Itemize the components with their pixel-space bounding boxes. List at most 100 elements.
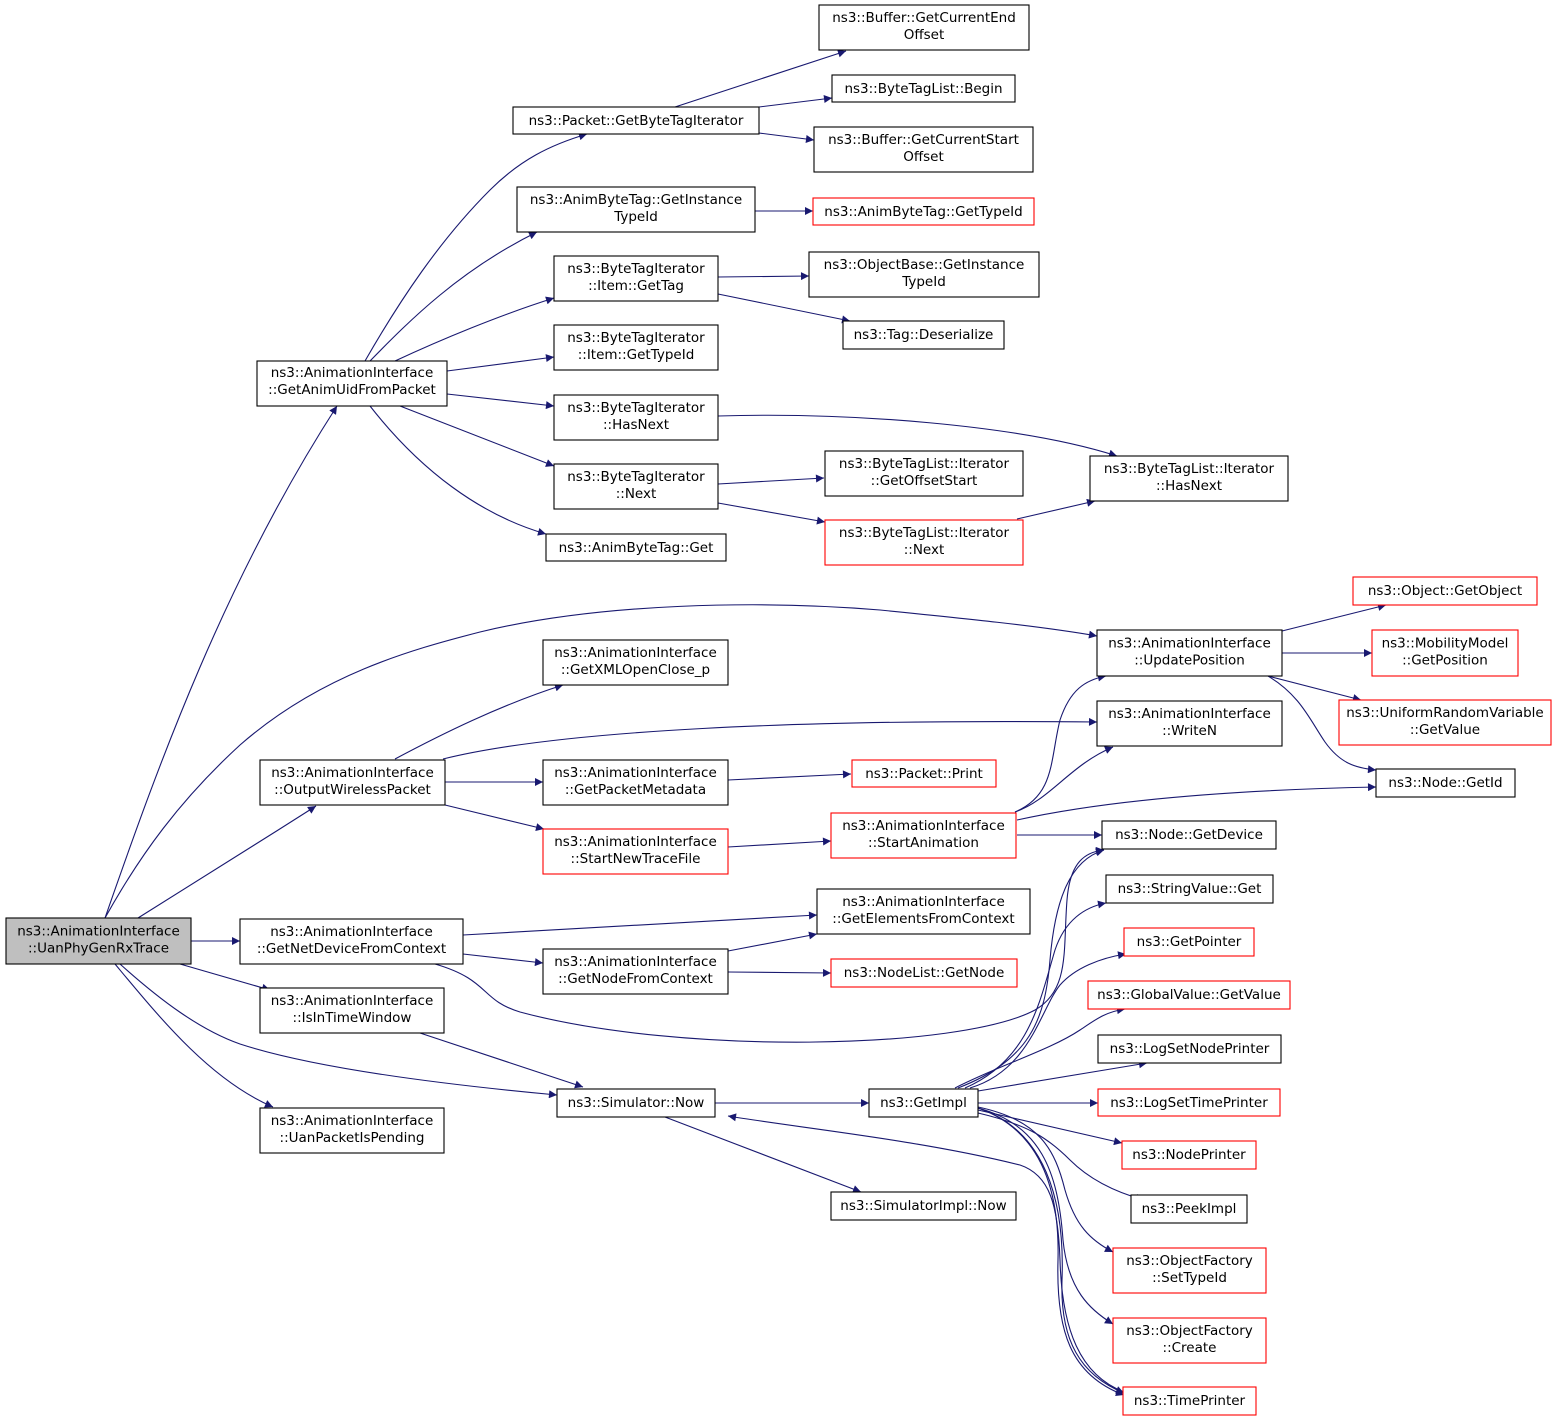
edge-startAnim-updatePos xyxy=(1014,673,1107,813)
node-label-line: ns3::LogSetTimePrinter xyxy=(1110,1095,1268,1111)
edge-getNetDev-nodeGetDevice xyxy=(434,846,1105,1043)
node-uan-phy-gen-rx-trace[interactable]: ns3::AnimationInterface ::UanPhyGenRxTra… xyxy=(5,917,192,965)
node-buffer-get-current-end-offset[interactable]: ns3::Buffer::GetCurrentEnd Offset xyxy=(818,4,1030,51)
edge-outputWireless-getXml xyxy=(394,683,564,760)
node-packet-print[interactable]: ns3::Packet::Print xyxy=(851,759,997,788)
node-label-line: ns3::ByteTagIterator xyxy=(567,400,705,416)
node-label-line: Offset xyxy=(904,27,945,43)
edge-btiHasNext-btlItHasNext xyxy=(717,414,1118,458)
node-log-set-time-printer[interactable]: ns3::LogSetTimePrinter xyxy=(1097,1088,1281,1117)
node-time-printer[interactable]: ns3::TimePrinter xyxy=(1122,1386,1257,1416)
node-simulator-now[interactable]: ns3::Simulator::Now xyxy=(556,1088,716,1118)
edge-root-simNow xyxy=(119,963,558,1099)
edge-getAnimUid-itemGetTag xyxy=(394,296,555,362)
node-get-net-device-from-context[interactable]: ns3::AnimationInterface ::GetNetDeviceFr… xyxy=(239,918,464,965)
node-buffer-get-current-start-offset[interactable]: ns3::Buffer::GetCurrentStart Offset xyxy=(813,126,1034,173)
node-object-get-object[interactable]: ns3::Object::GetObject xyxy=(1352,576,1538,606)
node-global-value-get-value[interactable]: ns3::GlobalValue::GetValue xyxy=(1087,980,1291,1010)
node-get-anim-uid-from-packet[interactable]: ns3::AnimationInterface ::GetAnimUidFrom… xyxy=(256,360,448,407)
node-object-factory-set-type-id[interactable]: ns3::ObjectFactory ::SetTypeId xyxy=(1112,1247,1267,1294)
node-label-line: ns3::AnimationInterface xyxy=(271,1113,434,1129)
edge-pktGetByteTagIt-bufGetCurStart xyxy=(758,132,815,143)
node-write-n[interactable]: ns3::AnimationInterface ::WriteN xyxy=(1096,700,1283,747)
node-label-line: ns3::AnimationInterface xyxy=(554,645,717,661)
node-get-impl[interactable]: ns3::GetImpl xyxy=(868,1088,979,1118)
node-get-pointer[interactable]: ns3::GetPointer xyxy=(1123,927,1255,957)
node-label-line: ns3::ByteTagList::Iterator xyxy=(839,456,1010,472)
node-byte-tag-list-iterator-next[interactable]: ns3::ByteTagList::Iterator ::Next xyxy=(824,519,1024,566)
node-is-in-time-window[interactable]: ns3::AnimationInterface ::IsInTimeWindow xyxy=(259,987,445,1034)
node-object-base-get-instance-type-id[interactable]: ns3::ObjectBase::GetInstance TypeId xyxy=(808,251,1040,298)
node-output-wireless-packet[interactable]: ns3::AnimationInterface ::OutputWireless… xyxy=(259,759,446,806)
node-tag-deserialize[interactable]: ns3::Tag::Deserialize xyxy=(842,320,1005,350)
node-label-line: ns3::UniformRandomVariable xyxy=(1346,705,1544,721)
edge-btiNext-btlItGetOff xyxy=(717,474,825,485)
node-label-line: ::GetValue xyxy=(1410,722,1480,738)
node-label-line: ns3::Buffer::GetCurrentStart xyxy=(828,132,1019,148)
node-label-line: ns3::AnimByteTag::Get xyxy=(559,540,714,556)
node-label-line: ns3::GetImpl xyxy=(880,1095,967,1111)
node-label-line: ns3::Simulator::Now xyxy=(568,1095,705,1111)
node-object-factory-create[interactable]: ns3::ObjectFactory ::Create xyxy=(1112,1317,1267,1364)
node-log-set-node-printer[interactable]: ns3::LogSetNodePrinter xyxy=(1097,1034,1282,1064)
node-get-xml-open-close-p[interactable]: ns3::AnimationInterface ::GetXMLOpenClos… xyxy=(542,639,729,686)
node-anim-byte-tag-get[interactable]: ns3::AnimByteTag::Get xyxy=(545,533,727,562)
node-label-line: ns3::PeekImpl xyxy=(1142,1201,1237,1217)
node-item-get-type-id[interactable]: ns3::ByteTagIterator ::Item::GetTypeId xyxy=(553,324,719,371)
node-byte-tag-list-iterator-has-next[interactable]: ns3::ByteTagList::Iterator ::HasNext xyxy=(1089,455,1289,502)
node-label-line: ::Create xyxy=(1163,1340,1217,1356)
edge-itemGetTag-tagDeser xyxy=(717,293,851,324)
node-item-get-tag[interactable]: ns3::ByteTagIterator ::Item::GetTag xyxy=(553,255,719,302)
edge-getPktMeta-pktPrint xyxy=(727,770,852,781)
node-label-line: TypeId xyxy=(613,209,658,225)
node-byte-tag-list-iterator-get-offset-start[interactable]: ns3::ByteTagList::Iterator ::GetOffsetSt… xyxy=(824,450,1024,497)
node-label-line: ns3::ByteTagList::Iterator xyxy=(1104,461,1275,477)
node-label-line: ns3::LogSetNodePrinter xyxy=(1110,1041,1270,1057)
node-label-line: ::Next xyxy=(616,486,657,502)
node-get-node-from-context[interactable]: ns3::AnimationInterface ::GetNodeFromCon… xyxy=(542,948,729,995)
node-node-get-device[interactable]: ns3::Node::GetDevice xyxy=(1101,820,1277,850)
edge-getImpl-nodeGetDevice xyxy=(957,848,1105,1089)
edge-outputWireless-startNewTrace xyxy=(444,804,545,832)
node-start-animation[interactable]: ns3::AnimationInterface ::StartAnimation xyxy=(830,812,1017,859)
node-label-line: ns3::ObjectFactory xyxy=(1126,1323,1253,1339)
node-packet-get-byte-tag-iterator[interactable]: ns3::Packet::GetByteTagIterator xyxy=(512,106,760,135)
node-mobility-model-get-position[interactable]: ns3::MobilityModel ::GetPosition xyxy=(1371,629,1519,677)
node-get-elements-from-context[interactable]: ns3::AnimationInterface ::GetElementsFro… xyxy=(816,888,1031,935)
node-byte-tag-iterator-has-next[interactable]: ns3::ByteTagIterator ::HasNext xyxy=(553,394,719,441)
node-anim-byte-tag-get-instance-type-id[interactable]: ns3::AnimByteTag::GetInstance TypeId xyxy=(516,186,756,233)
node-label-line: ns3::GetPointer xyxy=(1137,934,1242,950)
node-node-get-id[interactable]: ns3::Node::GetId xyxy=(1375,768,1516,798)
node-update-position[interactable]: ns3::AnimationInterface ::UpdatePosition xyxy=(1096,629,1283,677)
node-label-line: ns3::ByteTagIterator xyxy=(567,469,705,485)
edge-getAnimUid-btiHasNext xyxy=(446,393,555,410)
node-label-line: ::GetNodeFromContext xyxy=(558,971,713,987)
node-label-line: ns3::MobilityModel xyxy=(1382,636,1509,652)
node-label-line: ns3::NodePrinter xyxy=(1132,1147,1246,1163)
node-label-line: ns3::AnimationInterface xyxy=(554,954,717,970)
node-uniform-random-variable-get-value[interactable]: ns3::UniformRandomVariable ::GetValue xyxy=(1338,699,1552,746)
node-label-line: ns3::Object::GetObject xyxy=(1368,583,1522,599)
node-label-line: ns3::Node::GetDevice xyxy=(1115,827,1263,843)
node-label-line: ns3::ObjectFactory xyxy=(1126,1253,1253,1269)
node-string-value-get[interactable]: ns3::StringValue::Get xyxy=(1105,874,1274,904)
node-node-list-get-node[interactable]: ns3::NodeList::GetNode xyxy=(830,958,1018,988)
node-node-printer[interactable]: ns3::NodePrinter xyxy=(1121,1140,1257,1170)
node-byte-tag-iterator-next[interactable]: ns3::ByteTagIterator ::Next xyxy=(553,463,719,510)
node-peek-impl[interactable]: ns3::PeekImpl xyxy=(1130,1194,1248,1224)
node-label-line: ::GetPacketMetadata xyxy=(565,782,706,798)
node-get-packet-metadata[interactable]: ns3::AnimationInterface ::GetPacketMetad… xyxy=(542,759,729,806)
node-label-line: TypeId xyxy=(901,274,946,290)
node-byte-tag-list-begin[interactable]: ns3::ByteTagList::Begin xyxy=(831,74,1016,103)
node-anim-byte-tag-get-type-id[interactable]: ns3::AnimByteTag::GetTypeId xyxy=(812,197,1035,226)
node-label-line: ::GetOffsetStart xyxy=(871,473,978,489)
node-start-new-trace-file[interactable]: ns3::AnimationInterface ::StartNewTraceF… xyxy=(542,828,729,875)
node-label-line: ns3::SimulatorImpl::Now xyxy=(840,1198,1006,1214)
edge-getNetDev-getNodeFromCtx xyxy=(462,953,544,967)
node-uan-packet-is-pending[interactable]: ns3::AnimationInterface ::UanPacketIsPen… xyxy=(259,1107,445,1154)
edge-btiNext-btlItNext xyxy=(717,502,826,525)
edge-updatePos-nodeGetId xyxy=(1267,675,1377,774)
edge-getAnimUid-itemGetTypeId xyxy=(446,354,555,372)
node-label-line: ::UanPacketIsPending xyxy=(280,1130,425,1146)
node-simulator-impl-now[interactable]: ns3::SimulatorImpl::Now xyxy=(830,1191,1017,1221)
